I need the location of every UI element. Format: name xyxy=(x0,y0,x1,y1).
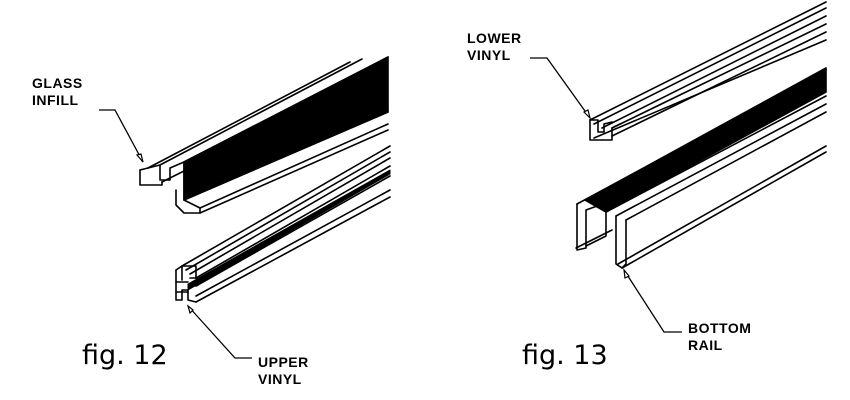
upper-vinyl-shading xyxy=(187,169,391,291)
glass-infill-label-line1: GLASS xyxy=(32,75,83,91)
upper-vinyl-leader xyxy=(187,305,252,359)
upper-vinyl-label: UPPER VINYL xyxy=(258,354,309,388)
leader-lines xyxy=(99,57,682,359)
lower-vinyl-label: LOWER VINYL xyxy=(467,30,522,64)
bottom-rail-leader xyxy=(623,269,682,333)
lower-vinyl-profile xyxy=(589,1,827,141)
fig-12-caption: fig. 12 xyxy=(82,340,168,371)
upper-vinyl-profile xyxy=(175,145,391,303)
glass-infill-leader xyxy=(99,109,144,163)
lower-vinyl-leader xyxy=(530,57,591,119)
bottom-rail-label-line2: RAIL xyxy=(688,337,723,353)
glass-infill-label-line2: INFILL xyxy=(32,92,79,108)
upper-vinyl-label-line1: UPPER xyxy=(258,354,309,370)
bottom-rail-profile xyxy=(575,67,827,269)
lower-vinyl-label-line1: LOWER xyxy=(467,30,522,46)
bottom-rail-label-line1: BOTTOM xyxy=(688,320,752,336)
upper-vinyl-label-line2: VINYL xyxy=(258,371,302,387)
glass-infill-channel-shading xyxy=(183,56,389,201)
bottom-rail-label: BOTTOM RAIL xyxy=(688,320,751,354)
bottom-rail-slot-shading xyxy=(584,67,827,213)
glass-infill-label: GLASS INFILL xyxy=(32,75,83,109)
fig-13-caption: fig. 13 xyxy=(522,340,608,371)
lower-vinyl-label-line2: VINYL xyxy=(467,47,511,63)
glass-infill-profile xyxy=(139,56,389,214)
